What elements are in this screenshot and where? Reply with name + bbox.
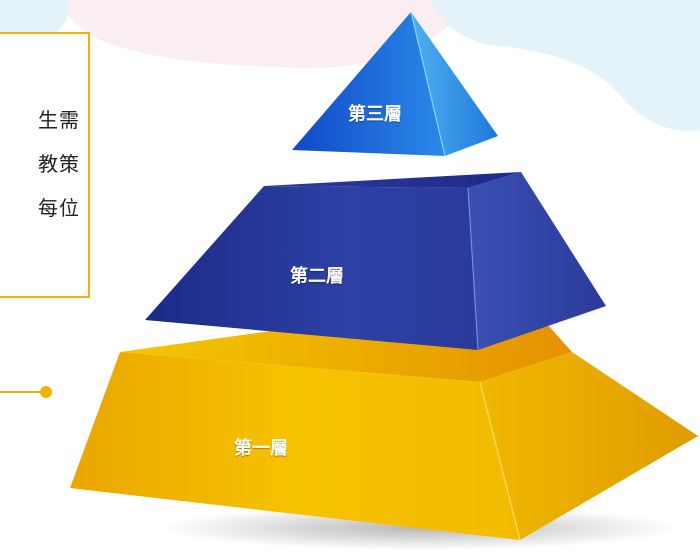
description-line-1: 生需 [38, 108, 80, 132]
tier-middle-top-face [264, 172, 521, 188]
tier-middle [145, 172, 606, 351]
connector-dot [40, 386, 52, 398]
tier-middle-label: 第二層 [290, 266, 344, 287]
tier-top-label: 第三層 [348, 104, 402, 125]
tier-bottom-side-face [480, 352, 698, 540]
tier-top [292, 11, 498, 157]
background-cloud-blue [430, 0, 700, 131]
background-cloud-pink [60, 0, 470, 69]
tier-top-side-face [411, 12, 498, 156]
tier-bottom-label: 第一層 [234, 438, 288, 459]
tier-bottom [70, 296, 698, 541]
background-cloud-blue-left [0, 0, 70, 42]
description-line-2: 教策 [38, 152, 80, 176]
tier-middle-front-face [145, 186, 478, 350]
tier-middle-side-face [468, 172, 606, 350]
description-line-3: 每位 [38, 196, 80, 220]
description-box: 生需 教策 每位 [0, 32, 90, 298]
tier-top-front-face [292, 12, 445, 156]
tier-bottom-front-face [70, 352, 520, 540]
